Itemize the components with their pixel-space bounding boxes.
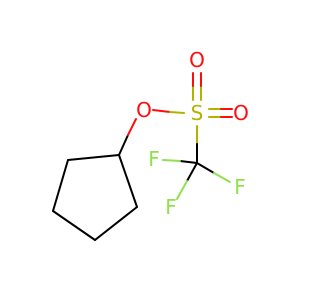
atom-f-left: F (148, 147, 160, 171)
atom-f-bottom: F (165, 195, 177, 219)
bond-o-s (152, 109, 185, 114)
bond-s-o-top (192, 72, 202, 101)
bond-c-f-right (196, 162, 231, 183)
cyclopentane-ring (52, 154, 138, 241)
atom-o-ester: O (136, 98, 152, 122)
bond-ring-5 (118, 154, 138, 208)
molecule-structure: O S O O F F F (52, 48, 249, 241)
bond-ring-1 (67, 154, 120, 161)
bond-ring-3 (52, 210, 96, 241)
atom-s: S (191, 101, 204, 125)
bond-c-f-left (162, 159, 198, 164)
atom-f-right: F (234, 175, 246, 199)
bond-ring-2 (52, 159, 69, 212)
atom-o-top: O (189, 48, 205, 72)
bond-s-o-right (208, 108, 233, 118)
bond-c-f-bottom (176, 162, 198, 200)
atom-o-right: O (233, 101, 249, 125)
bond-ring-4 (94, 206, 138, 241)
bond-c-o (118, 118, 137, 156)
